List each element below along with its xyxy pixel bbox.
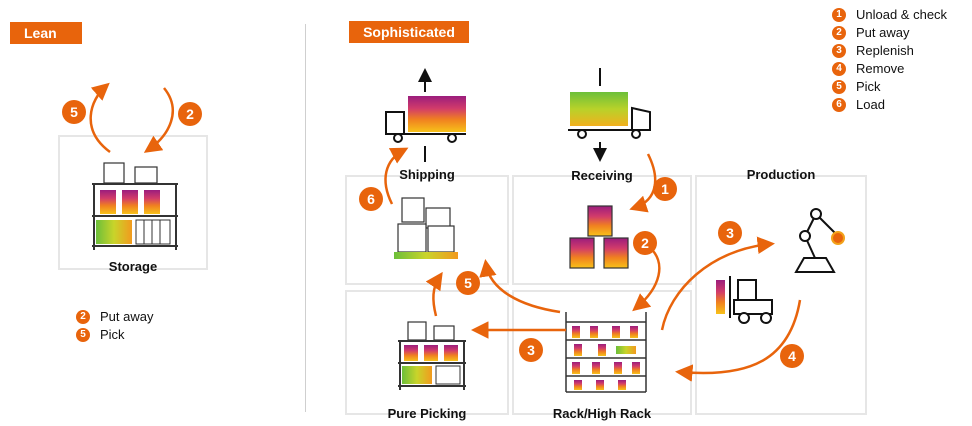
receiving-unload-step-badge: 1: [653, 177, 677, 201]
lean-header: Lean: [10, 22, 82, 44]
receiving-label: Receiving: [571, 168, 633, 183]
picking-replenish-step-badge: 3: [519, 338, 543, 362]
legend-item: 1 Unload & check: [832, 6, 947, 24]
legend-label: Remove: [856, 61, 905, 76]
legend-number: 4: [832, 62, 846, 76]
shipping-load-step-badge: 6: [359, 187, 383, 211]
receiving-putaway-step-badge: 2: [633, 231, 657, 255]
lean-legend: 2 Put away 5 Pick: [76, 308, 153, 344]
lean-putaway-step-badge: 2: [178, 102, 202, 126]
legend-number: 6: [832, 98, 846, 112]
lean-pick-step-badge: 5: [62, 100, 86, 124]
production-remove-step-badge: 4: [780, 344, 804, 368]
sophisticated-header: Sophisticated: [349, 21, 469, 43]
section-divider: [305, 24, 306, 412]
shipping-pick-step-badge: 5: [456, 271, 480, 295]
legend-number: 5: [76, 328, 90, 342]
legend-item: 6 Load: [832, 96, 947, 114]
shipping-label: Shipping: [399, 167, 455, 182]
production-robot-icon: [794, 208, 845, 273]
production-forklift-icon: [716, 276, 773, 324]
storage-label: Storage: [108, 259, 158, 274]
legend-item: 5 Pick: [76, 326, 153, 344]
production-replenish-step-badge: 3: [718, 221, 742, 245]
shipping-pallet-icon: [394, 197, 458, 259]
lean-flow-arrows: [89, 82, 174, 154]
legend-item: 2 Put away: [832, 24, 947, 42]
rack-label: Rack/High Rack: [552, 406, 652, 421]
legend-item: 4 Remove: [832, 60, 947, 78]
legend-item: 3 Replenish: [832, 42, 947, 60]
legend-label: Replenish: [856, 43, 914, 58]
pure-picking-shelf-icon: [398, 321, 466, 390]
shipping-truck-icon: [385, 68, 466, 162]
legend-label: Pick: [856, 79, 881, 94]
legend-number: 2: [832, 26, 846, 40]
legend-label: Put away: [856, 25, 910, 40]
legend-label: Pick: [100, 327, 125, 342]
legend-number: 5: [832, 80, 846, 94]
high-rack-icon: [565, 312, 647, 393]
legend-label: Unload & check: [856, 7, 948, 22]
legend-number: 3: [832, 44, 846, 58]
receiving-box: [512, 175, 692, 285]
receiving-truck-icon: [568, 68, 651, 162]
rack-box: [512, 290, 692, 415]
receiving-boxes-icon: [569, 205, 629, 269]
storage-box: [58, 135, 208, 270]
legend-number: 1: [832, 8, 846, 22]
legend-item: 5 Pick: [832, 78, 947, 96]
legend-item: 2 Put away: [76, 308, 153, 326]
legend-label: Put away: [100, 309, 154, 324]
pure-picking-label: Pure Picking: [387, 406, 467, 421]
legend-label: Load: [856, 97, 885, 112]
storage-shelf-icon: [92, 162, 178, 250]
process-legend: 1 Unload & check 2 Put away 3 Replenish 4 Re…: [832, 6, 947, 114]
legend-number: 2: [76, 310, 90, 324]
production-box: [695, 175, 867, 415]
production-label: Production: [746, 167, 816, 182]
